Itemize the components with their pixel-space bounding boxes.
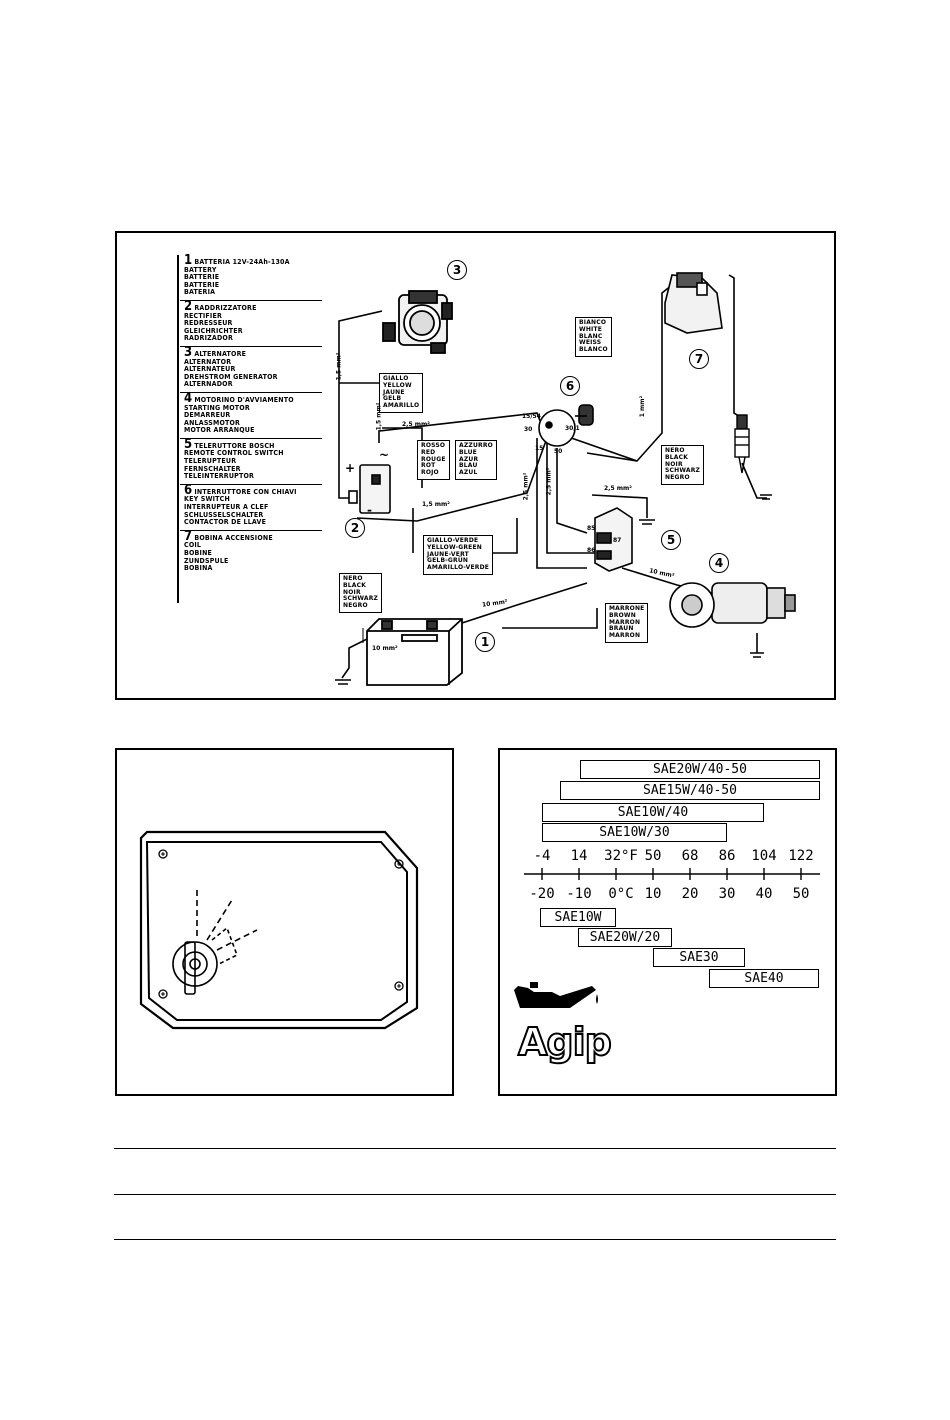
legend-divider	[177, 255, 179, 603]
fahrenheit-tick: 14	[570, 848, 588, 864]
remote-switch-drawing	[594, 507, 633, 572]
oil-viscosity-chart: SAE20W/40-50 SAE15W/40-50 SAE10W/40 SAE1…	[498, 748, 837, 1096]
grade-bar: SAE15W/40-50	[560, 781, 820, 800]
celsius-tick: 10	[644, 886, 662, 902]
terminal-label: 87	[613, 537, 622, 544]
agip-logo: Agip	[517, 1019, 613, 1065]
coil-drawing	[664, 272, 723, 334]
wire-section-label: 2,5 mm²	[604, 485, 632, 492]
wire-section-label: 1,5 mm²	[335, 352, 343, 381]
terminal-label: 15	[535, 445, 544, 452]
celsius-tick: 40	[755, 886, 773, 902]
key-switch-position-icon	[172, 890, 258, 995]
panel-outline-drawing	[139, 830, 419, 1030]
callout-4: 4	[709, 553, 729, 573]
fahrenheit-tick: 86	[718, 848, 736, 864]
celsius-tick: 20	[681, 886, 699, 902]
terminal-label: 86	[587, 547, 596, 554]
grade-bar: SAE10W	[540, 908, 616, 927]
fahrenheit-tick: 32°F	[604, 848, 638, 864]
alternator-drawing	[382, 290, 453, 354]
grade-bar: SAE20W/20	[578, 928, 672, 947]
celsius-tick: 50	[792, 886, 810, 902]
terminal-label: 30/1	[565, 425, 580, 432]
grade-bar: SAE10W/30	[542, 823, 727, 842]
fahrenheit-tick: 68	[681, 848, 699, 864]
spark-plug-drawing	[734, 414, 750, 474]
terminal-label: ~	[379, 448, 390, 462]
grade-bar: SAE20W/40-50	[580, 760, 820, 779]
terminal-label: 50	[554, 448, 563, 455]
key-switch-drawing	[538, 404, 594, 447]
separator-line	[114, 1194, 836, 1195]
celsius-tick: -20	[529, 886, 555, 902]
fahrenheit-tick: 104	[751, 848, 777, 864]
wire-section-label: 1 mm²	[639, 395, 647, 418]
callout-5: 5	[661, 530, 681, 550]
wire-section-label: 2,5 mm²	[402, 421, 430, 428]
wiring-schematic	[335, 272, 796, 686]
wire-section-label: 10 mm²	[372, 645, 398, 652]
celsius-tick: 0°C	[608, 886, 634, 902]
terminal-label: -	[367, 503, 372, 517]
battery-drawing	[366, 618, 463, 686]
terminal-label: +	[345, 461, 356, 475]
fahrenheit-tick: -4	[533, 848, 551, 864]
celsius-tick: -10	[566, 886, 592, 902]
callout-3: 3	[447, 260, 467, 280]
wire-section-label: 2,5 mm²	[522, 472, 530, 501]
callout-7: 7	[689, 349, 709, 369]
callout-6: 6	[560, 376, 580, 396]
grade-bar: SAE10W/40	[542, 803, 764, 822]
fahrenheit-tick: 50	[644, 848, 662, 864]
separator-line	[114, 1148, 836, 1149]
wire-section-label: 2,5 mm²	[545, 467, 553, 496]
celsius-tick: 30	[718, 886, 736, 902]
terminal-label: 15/54	[522, 413, 541, 420]
fahrenheit-tick: 122	[788, 848, 814, 864]
grade-bar: SAE40	[709, 969, 819, 988]
terminal-label: 30	[524, 426, 533, 433]
wire-section-label: 1,5 mm²	[375, 402, 383, 431]
terminal-label: 85	[587, 525, 596, 532]
oil-can-icon	[514, 982, 598, 1008]
separator-line	[114, 1239, 836, 1240]
rectifier-drawing	[348, 464, 391, 514]
callout-1: 1	[475, 632, 495, 652]
control-panel-figure	[115, 748, 454, 1096]
wire-section-label: 1,5 mm²	[422, 501, 450, 508]
starter-motor-drawing	[669, 582, 796, 628]
callout-2: 2	[345, 518, 365, 538]
grade-bar: SAE30	[653, 948, 745, 967]
